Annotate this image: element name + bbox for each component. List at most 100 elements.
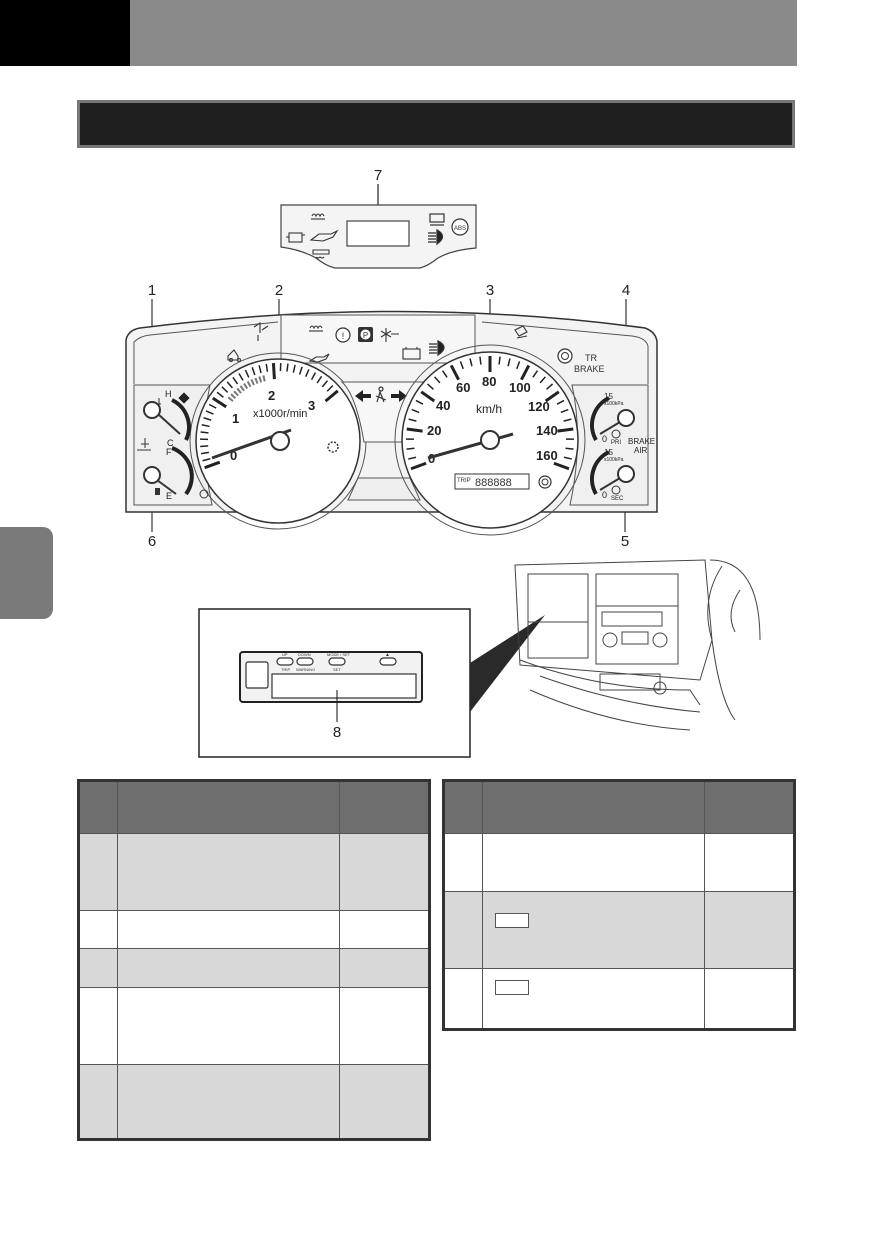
gauge-tick bbox=[459, 361, 464, 370]
gauge-tick bbox=[216, 391, 224, 398]
tach-3: 3 bbox=[308, 398, 315, 413]
table-row bbox=[80, 1065, 428, 1138]
parking-brake-icon: P bbox=[358, 327, 373, 342]
gauge-tick bbox=[520, 364, 531, 381]
air-pressure-gauge-primary: 15 x100kPa 0 PRI bbox=[590, 392, 635, 446]
trip-display bbox=[454, 473, 530, 490]
gauge-tick bbox=[200, 431, 209, 434]
callout-2: 2 bbox=[275, 282, 283, 299]
gauge-tick bbox=[441, 370, 448, 378]
callout-8: 8 bbox=[333, 724, 341, 741]
tach-0: 0 bbox=[230, 448, 237, 463]
brake-air-line1: BRAKE bbox=[628, 437, 655, 446]
high-beam-icon bbox=[428, 228, 444, 246]
down-button[interactable] bbox=[296, 657, 314, 666]
gauge-tick bbox=[544, 390, 560, 403]
gauge-tick bbox=[226, 381, 233, 389]
gauge-tick bbox=[316, 375, 323, 384]
speed-80: 80 bbox=[482, 374, 496, 389]
gauge-tick bbox=[556, 399, 565, 405]
gauge-tick bbox=[326, 384, 334, 392]
speed-unit: km/h bbox=[476, 402, 502, 416]
seatbelt-icon bbox=[375, 386, 387, 403]
gauge-tick bbox=[232, 376, 239, 385]
mode-set-button[interactable] bbox=[328, 657, 346, 666]
oil-pressure-icon bbox=[308, 353, 330, 363]
charge-icon bbox=[402, 347, 421, 360]
gauge-tick bbox=[221, 386, 229, 393]
gauge-tick bbox=[258, 365, 262, 374]
svg-text:WARNING: WARNING bbox=[296, 667, 315, 672]
svg-text:C: C bbox=[167, 438, 174, 448]
speedometer: 0 20 40 60 80 100 120 140 160 km/h TRIP … bbox=[394, 344, 586, 536]
gauge-tick bbox=[286, 363, 289, 372]
gauge-tick bbox=[292, 364, 296, 373]
gauge-tick bbox=[202, 457, 211, 462]
indicator-box bbox=[495, 980, 529, 995]
speed-100: 100 bbox=[509, 380, 531, 395]
tr-brake-indicator: TR BRAKE bbox=[557, 348, 605, 374]
svg-text:F: F bbox=[166, 447, 172, 457]
gauge-tick bbox=[238, 373, 244, 381]
table-row bbox=[80, 911, 428, 949]
brake-air-line2: AIR bbox=[634, 446, 648, 455]
gauge-tick bbox=[507, 358, 511, 367]
oil-pressure-icon bbox=[309, 229, 339, 242]
table-row bbox=[80, 988, 428, 1065]
exhaust-brake-icon bbox=[380, 328, 399, 342]
high-beam-icon bbox=[429, 339, 445, 357]
instrument-cluster-illustration: 7 ABS 1 2 3 4 5 6 bbox=[125, 167, 761, 758]
speed-60: 60 bbox=[456, 380, 470, 395]
svg-text:TR: TR bbox=[585, 353, 597, 363]
up-button[interactable] bbox=[276, 657, 294, 666]
gauge-tick bbox=[410, 461, 427, 471]
gauge-tick bbox=[469, 358, 473, 367]
turn-signal-right-icon bbox=[391, 390, 407, 402]
gauge-tick bbox=[251, 367, 256, 376]
gauge-tick bbox=[553, 461, 570, 471]
svg-text:UP: UP bbox=[282, 652, 288, 657]
gauge-tick bbox=[546, 383, 554, 390]
svg-text:SEC: SEC bbox=[611, 496, 624, 502]
gauge-tick bbox=[565, 447, 574, 450]
gear-icon bbox=[327, 441, 339, 453]
svg-text:BRAKE: BRAKE bbox=[574, 364, 605, 374]
speed-160: 160 bbox=[536, 448, 558, 463]
gauge-tick bbox=[200, 451, 210, 455]
tach-1: 1 bbox=[232, 411, 239, 426]
chapter-tab bbox=[0, 527, 53, 619]
table-row bbox=[445, 834, 793, 892]
trailer-brake-icon bbox=[227, 349, 242, 363]
gauge-tick bbox=[532, 370, 539, 378]
gauge-tick bbox=[420, 390, 436, 403]
gauge-tick bbox=[208, 403, 217, 409]
gauge-tick bbox=[557, 427, 574, 433]
four-wheel-drive-icon bbox=[514, 325, 528, 339]
turn-signal-left-icon bbox=[355, 390, 371, 402]
gauge-tick bbox=[516, 361, 521, 370]
indicator-box bbox=[495, 913, 529, 928]
table-row bbox=[80, 834, 428, 911]
table-row bbox=[80, 949, 428, 988]
svg-text:TRIP: TRIP bbox=[281, 667, 290, 672]
speed-20: 20 bbox=[427, 423, 441, 438]
eject-button[interactable] bbox=[379, 657, 397, 666]
svg-text:PRI: PRI bbox=[611, 440, 621, 446]
gauge-tick bbox=[244, 369, 250, 378]
gauge-tick bbox=[449, 364, 460, 381]
gauge-tick bbox=[203, 417, 212, 421]
wheel-lock-icon bbox=[253, 321, 269, 341]
gauge-tick bbox=[408, 418, 417, 422]
gauge-tick bbox=[324, 389, 339, 403]
tach-2: 2 bbox=[268, 388, 275, 403]
temperature-gauge: H C bbox=[143, 389, 191, 448]
gauge-tick bbox=[479, 356, 482, 365]
gauge-tick bbox=[408, 456, 417, 460]
svg-text:SET: SET bbox=[333, 667, 341, 672]
glow-plug-icon bbox=[311, 213, 325, 220]
svg-text:15: 15 bbox=[604, 448, 613, 457]
gauge-tick bbox=[539, 376, 546, 384]
svg-text:x100kPa: x100kPa bbox=[604, 401, 624, 407]
gauge-tick bbox=[321, 380, 329, 388]
svg-text:H: H bbox=[165, 389, 172, 399]
